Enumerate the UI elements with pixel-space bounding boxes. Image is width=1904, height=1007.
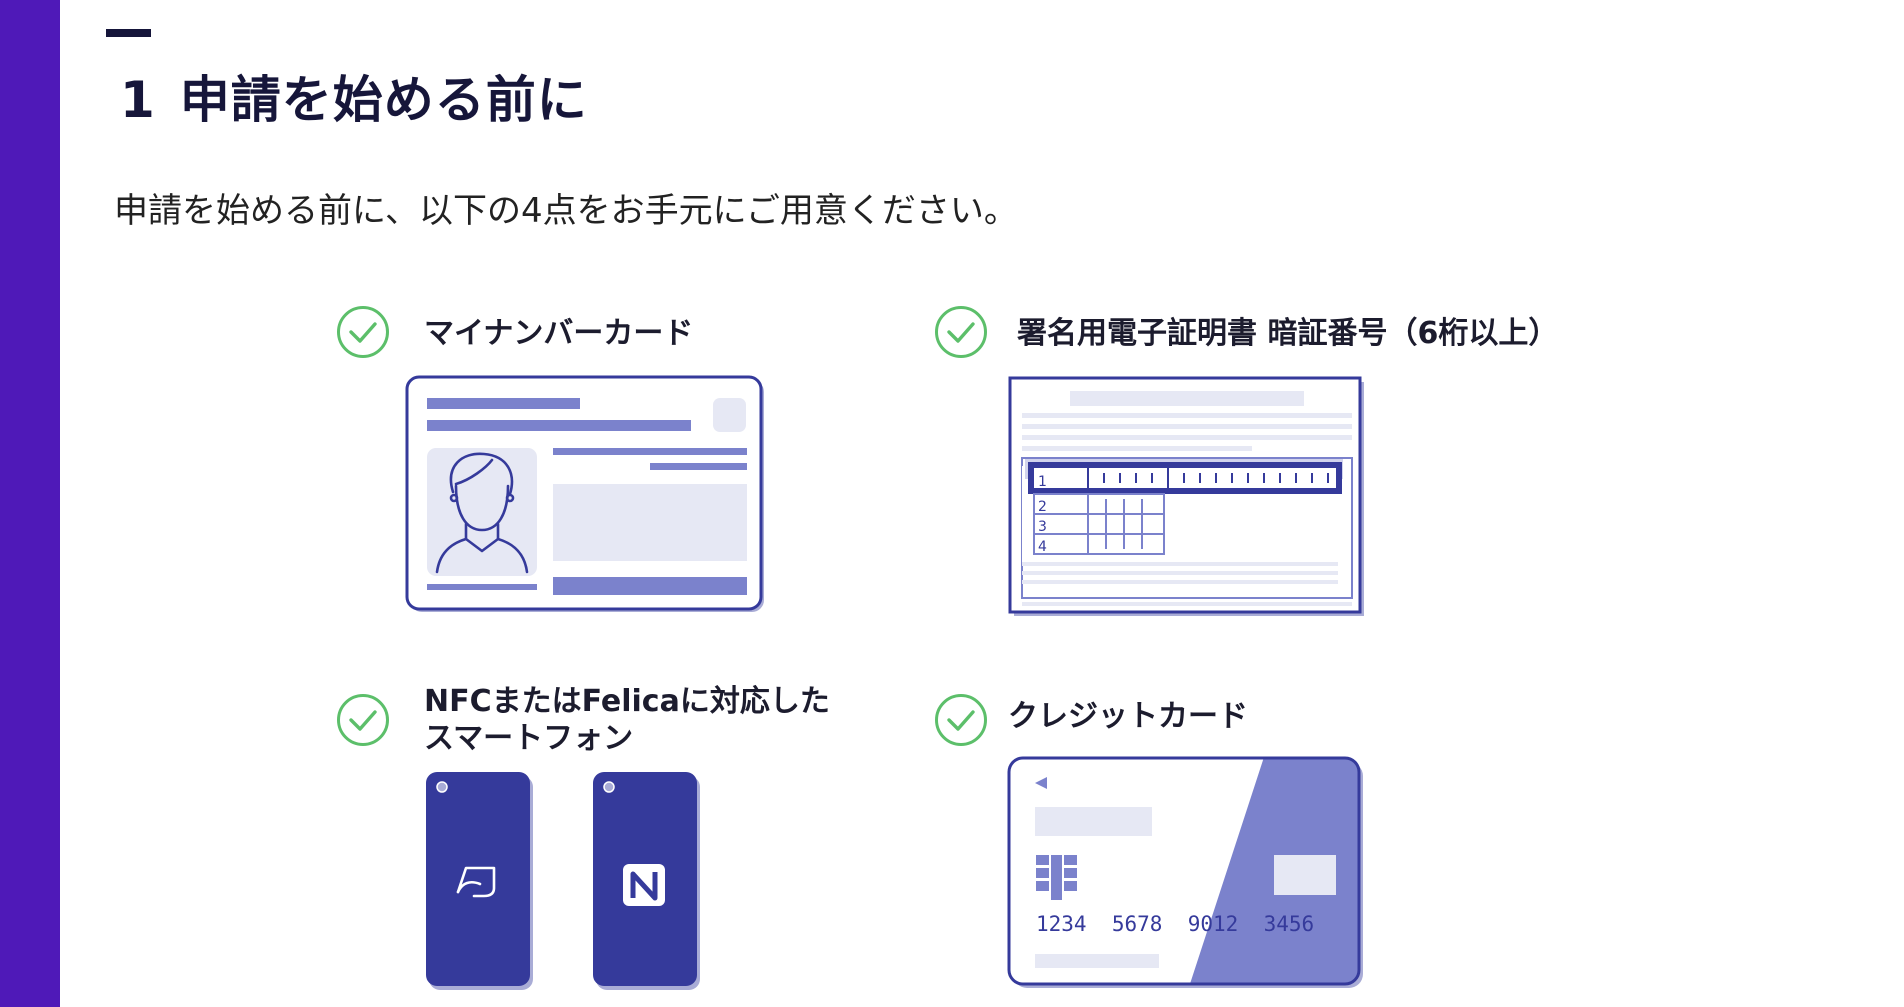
item-label-smartphone: NFCまたはFelicaに対応した スマートフォン (424, 683, 830, 757)
item-label-credit-card: クレジットカード (1008, 699, 1248, 734)
section-marker (106, 29, 151, 37)
sidebar-accent (0, 0, 60, 1007)
card-number: 1234 5678 9012 3456 (1036, 912, 1314, 936)
chip-icon (1036, 855, 1077, 900)
pin-form-illustration: 1 2 3 4 (1008, 376, 1364, 616)
section-number: 1 (120, 71, 156, 129)
pin-row-number: 2 (1038, 499, 1047, 515)
item-label-signature-pin: 署名用電子証明書 暗証番号（6桁以上） (1017, 316, 1559, 351)
pin-row-number: 3 (1038, 519, 1047, 535)
smartphone-label-line2: スマートフォン (424, 721, 634, 756)
felica-smartphone-illustration (426, 772, 533, 990)
nfc-icon (623, 864, 665, 906)
check-circle-icon (337, 694, 389, 746)
check-circle-icon (935, 306, 987, 358)
smartphone-label-line1: NFCまたはFelicaに対応した (424, 684, 830, 719)
mynumber-card-illustration (405, 375, 764, 612)
check-circle-icon (935, 694, 987, 746)
nfc-smartphone-illustration (593, 772, 700, 990)
section-title: 1 申請を始める前に (120, 60, 588, 132)
section-title-text: 申請を始める前に (179, 71, 588, 129)
item-label-mynumber-card: マイナンバーカード (424, 316, 694, 351)
credit-card-illustration: 1234 5678 9012 3456 (1007, 756, 1363, 988)
check-circle-icon (337, 306, 389, 358)
pin-row-number: 1 (1038, 474, 1047, 490)
felica-icon (456, 866, 496, 898)
pin-row-number: 4 (1038, 539, 1047, 555)
intro-text: 申請を始める前に、以下の4点をお手元にご用意ください。 (114, 191, 1018, 231)
